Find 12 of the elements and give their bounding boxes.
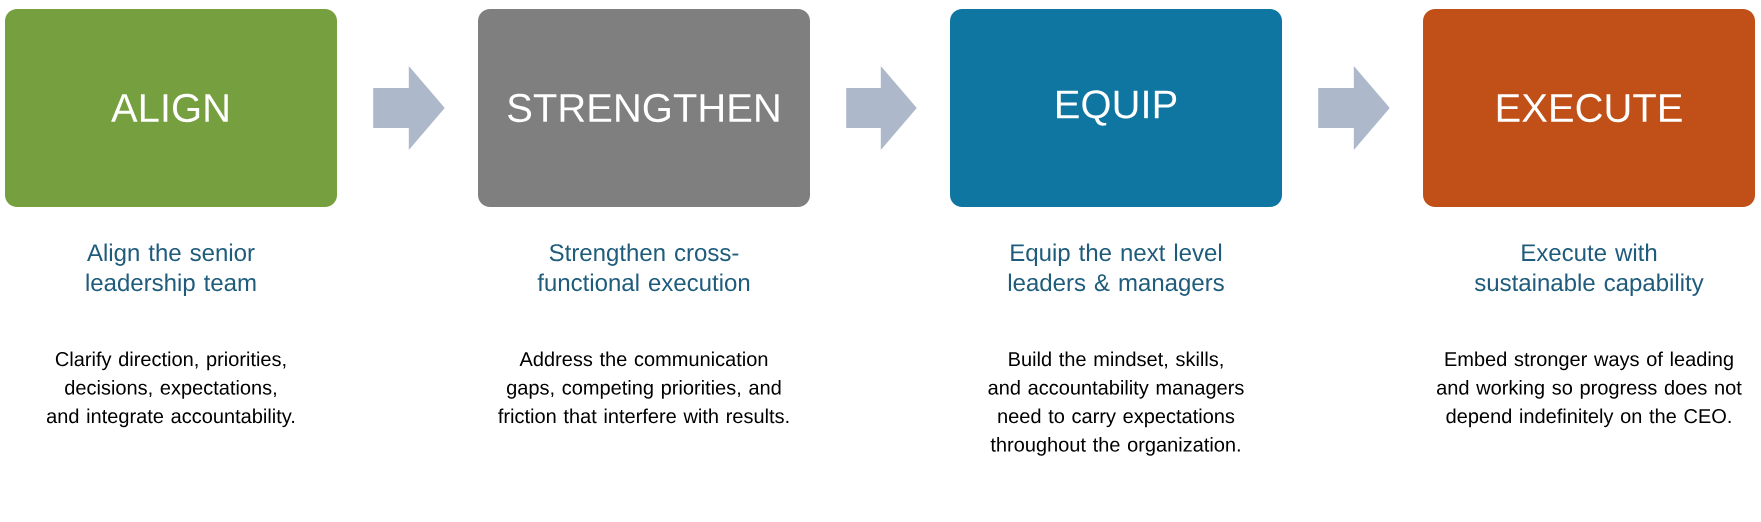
step-subtitle: Equip the next level leaders & managers — [1008, 243, 1224, 296]
step-box: ALIGN — [5, 9, 337, 207]
step-description: Embed stronger ways of leading and working so progress does not depend indefinitely on the CEO. — [1437, 351, 1742, 428]
step-description: Address the communication gaps, competing priorities, and friction that interfere with results. — [498, 351, 789, 424]
step-description: Clarify direction, priorities, decisions, expectations, and integrate accountability. — [46, 351, 295, 428]
step-box: EXECUTE — [1423, 9, 1755, 207]
step-subtitle: Strengthen cross-functional execution — [537, 243, 750, 292]
step-subtitle: Execute with sustainable capability — [1474, 243, 1704, 296]
step-subtitle: Align the senior leadership team — [86, 243, 256, 296]
step-box: STRENGTHEN — [478, 9, 810, 207]
step-box: EQUIP — [950, 9, 1282, 207]
step-description: Build the mindset, skills, and accountability managers need to carry expectations throughout the organization. — [988, 351, 1244, 456]
